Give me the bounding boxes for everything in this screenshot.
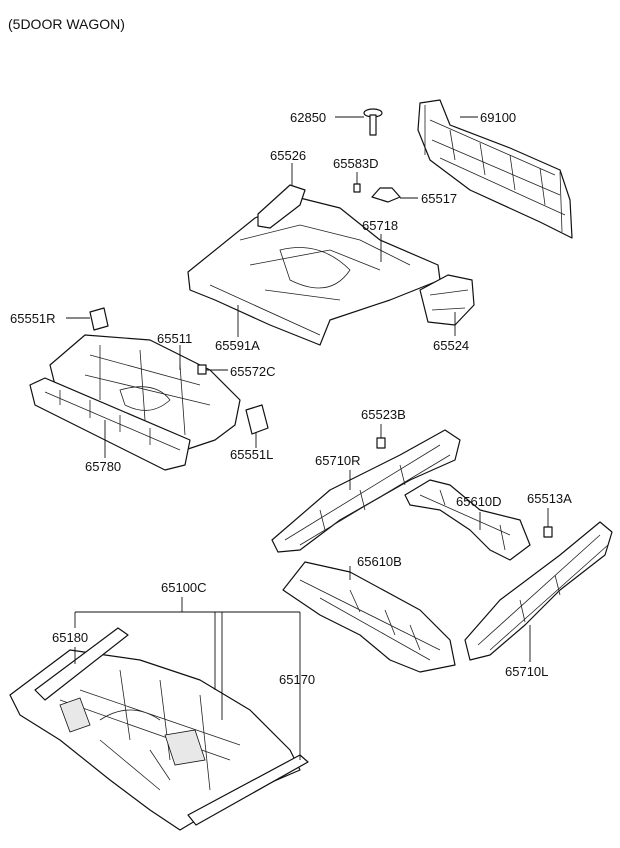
part-65610D-member [404, 479, 531, 561]
part-65551R-bracket [66, 307, 109, 331]
label-65591A: 65591A [215, 338, 260, 353]
label-65100C: 65100C [161, 580, 207, 595]
part-62850-bolt [335, 108, 383, 136]
label-65780: 65780 [85, 459, 121, 474]
part-65523B-clip [376, 424, 386, 449]
label-65517: 65517 [421, 191, 457, 206]
part-65572C-clip [197, 364, 228, 375]
label-65718: 65718 [362, 218, 398, 233]
part-65780-cross-member [29, 377, 191, 471]
label-65610D: 65610D [456, 494, 502, 509]
part-69100-rear-panel [417, 99, 573, 239]
label-62850: 62850 [290, 110, 326, 125]
diagram-title: (5DOOR WAGON) [8, 16, 125, 32]
label-69100: 69100 [480, 110, 516, 125]
part-65718-rear-floor [187, 197, 441, 346]
part-65100C-front-floor [9, 649, 301, 831]
label-65551R: 65551R [10, 311, 56, 326]
part-65710R-side-member [271, 429, 461, 553]
label-65170: 65170 [279, 672, 315, 687]
label-65710R: 65710R [315, 453, 361, 468]
part-65513A-clip [543, 508, 553, 538]
part-65526-bracket [257, 163, 306, 229]
label-65180: 65180 [52, 630, 88, 645]
part-65170-sill [187, 754, 309, 826]
label-65523B: 65523B [361, 407, 406, 422]
label-65572C: 65572C [230, 364, 276, 379]
part-65610B-member [282, 561, 456, 673]
label-65583D: 65583D [333, 156, 379, 171]
label-65526: 65526 [270, 148, 306, 163]
part-65710L-side-member [464, 521, 613, 662]
part-65551L-bracket [245, 404, 269, 448]
part-65524-member [419, 274, 475, 336]
part-65180-sill [34, 627, 129, 701]
label-65513A: 65513A [527, 491, 572, 506]
label-65610B: 65610B [357, 554, 402, 569]
leader-65100C-bracket [74, 597, 301, 760]
label-65551L: 65551L [230, 447, 273, 462]
part-65517-bracket [371, 187, 418, 203]
label-65511: 65511 [157, 331, 192, 346]
label-65524: 65524 [433, 338, 469, 353]
label-65710L: 65710L [505, 664, 548, 679]
part-65583D-clip [353, 172, 361, 193]
